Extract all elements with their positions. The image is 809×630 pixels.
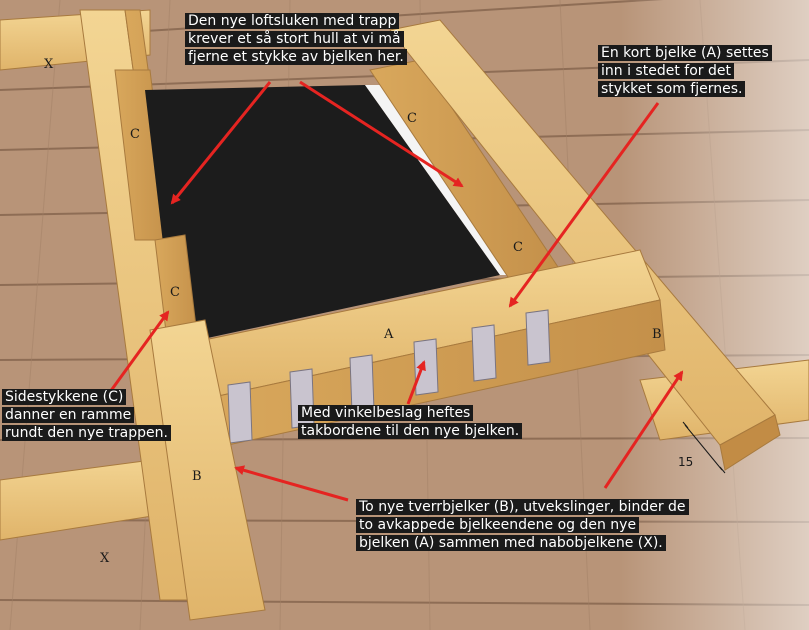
callout-cross-line-3: bjelken (A) sammen med nabobjelkene (X). [356, 535, 666, 551]
label-b-right: B [652, 327, 662, 342]
angle-brackets [227, 309, 551, 444]
callout-side-line-3: rundt den nye trappen. [2, 425, 171, 441]
callout-side-line-2: danner en ramme [2, 407, 135, 423]
label-x-bottom: X [100, 551, 110, 566]
dimension-marker [682, 421, 726, 474]
callout-brackets: Med vinkelbeslag heftes takbordene til d… [298, 404, 523, 440]
label-c-top-left: C [130, 127, 140, 142]
label-b-left: B [192, 469, 202, 484]
callout-side-line-1: Sidestykkene (C) [2, 389, 127, 405]
callout-hole-line-3: fjerne et stykke av bjelken her. [185, 49, 407, 65]
callout-hole: Den nye loftsluken med trapp krever et s… [185, 12, 407, 66]
callout-cross-line-2: to avkappede bjelkeendene og den nye [356, 517, 640, 533]
label-a: A [383, 327, 394, 342]
arrow-brackets [406, 360, 426, 405]
callout-beam-a: En kort bjelke (A) settes inn i stedet f… [598, 44, 772, 98]
callout-hole-line-2: krever et så stort hull at vi må [185, 31, 404, 47]
callout-side-pieces: Sidestykkene (C) danner en ramme rundt d… [2, 388, 171, 442]
dimension-label: 15 [678, 455, 693, 469]
arrow-side-pieces [108, 310, 170, 393]
arrow-hole-left [170, 81, 272, 205]
label-c-left: C [170, 285, 180, 300]
label-c-top-right: C [407, 111, 417, 126]
callout-beam-a-line-2: inn i stedet for det [598, 63, 734, 79]
callout-brackets-line-2: takbordene til den nye bjelken. [298, 423, 523, 439]
callout-hole-line-1: Den nye loftsluken med trapp [185, 13, 400, 29]
callout-beam-a-line-3: stykket som fjernes. [598, 81, 746, 97]
callout-cross-line-1: To nye tverrbjelker (B), utvekslinger, b… [356, 499, 689, 515]
arrow-hole-right [299, 80, 464, 188]
arrow-beam-a [508, 102, 660, 308]
callout-beam-a-line-1: En kort bjelke (A) settes [598, 45, 772, 61]
callout-arrows [108, 80, 684, 502]
arrow-cross-beam-left [234, 465, 349, 502]
callout-brackets-line-1: Med vinkelbeslag heftes [298, 405, 474, 421]
arrow-cross-beam-right [603, 370, 684, 489]
cross-beam-b-left [149, 319, 266, 621]
callout-cross-beams: To nye tverrbjelker (B), utvekslinger, b… [356, 498, 689, 552]
label-c-right: C [513, 240, 523, 255]
label-x-top: X [44, 57, 54, 72]
